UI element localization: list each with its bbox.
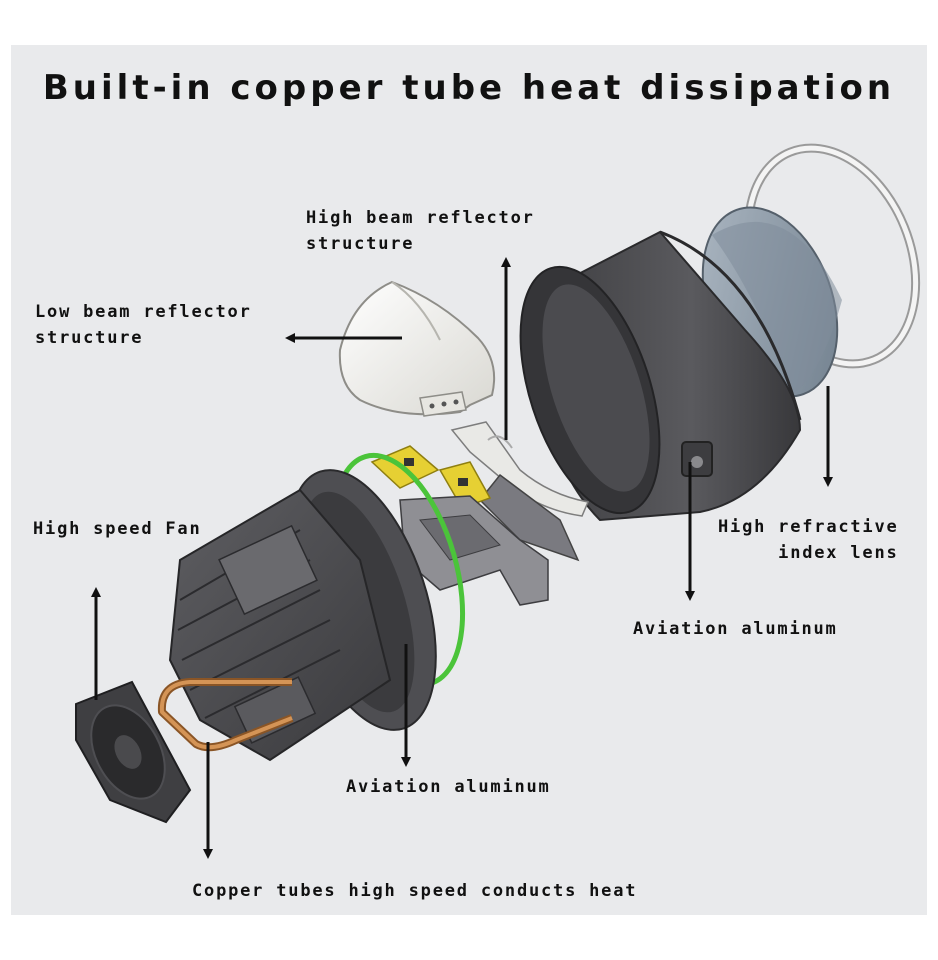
label-high-beam-reflector: High beam reflector structure [306,208,535,254]
aviation-aluminum-heatsink [168,488,392,762]
label-copper-tubes: Copper tubes high speed conducts heat [192,881,638,901]
label-high-speed-fan: High speed Fan [33,519,202,539]
label-aviation-aluminum-right: Aviation aluminum [633,619,838,639]
low-beam-reflector-part [338,280,496,417]
mounting-bracket [399,495,549,606]
label-low-beam-reflector: Low beam reflector structure [35,302,252,348]
copper-heat-pipe [157,678,294,752]
label-aviation-aluminum-center: Aviation aluminum [346,777,551,797]
page-title: Built-in copper tube heat dissipation [42,68,896,108]
label-high-refractive-lens: High refractive index lens [718,517,899,563]
aviation-aluminum-housing [519,230,802,522]
fan-unit [75,680,192,824]
